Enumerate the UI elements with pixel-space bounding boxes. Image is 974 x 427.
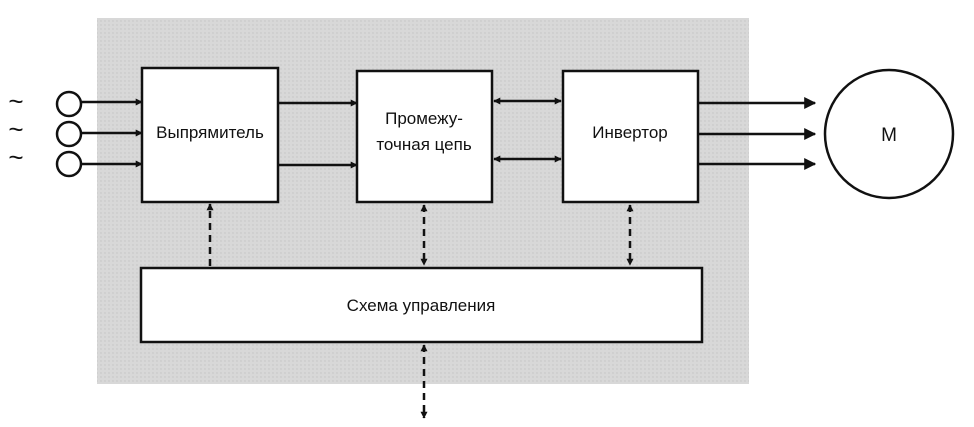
rectifier-block: Выпрямитель — [140, 66, 280, 204]
terminal-circle — [55, 90, 83, 118]
terminal-circle — [55, 150, 83, 178]
inverter-label: Инвертор — [592, 123, 668, 142]
ac-symbol: ~ — [8, 86, 23, 116]
rectifier-label: Выпрямитель — [156, 123, 264, 142]
motor-label: M — [881, 125, 897, 146]
ac-supply: ~ ~ ~ — [8, 86, 143, 178]
control-circuit-block: Схема управления — [139, 266, 704, 344]
ac-symbol: ~ — [8, 114, 23, 144]
control-label: Схема управления — [347, 296, 496, 315]
ac-symbol: ~ — [8, 142, 23, 172]
terminal-circle — [55, 120, 83, 148]
intermediate-circuit-block: Промежу- точная цепь — [355, 69, 494, 204]
motor: M — [823, 68, 955, 200]
intermediate-label-line2: точная цепь — [376, 135, 472, 154]
inverter-block: Инвертор — [561, 69, 700, 204]
intermediate-label-line1: Промежу- — [385, 109, 463, 128]
